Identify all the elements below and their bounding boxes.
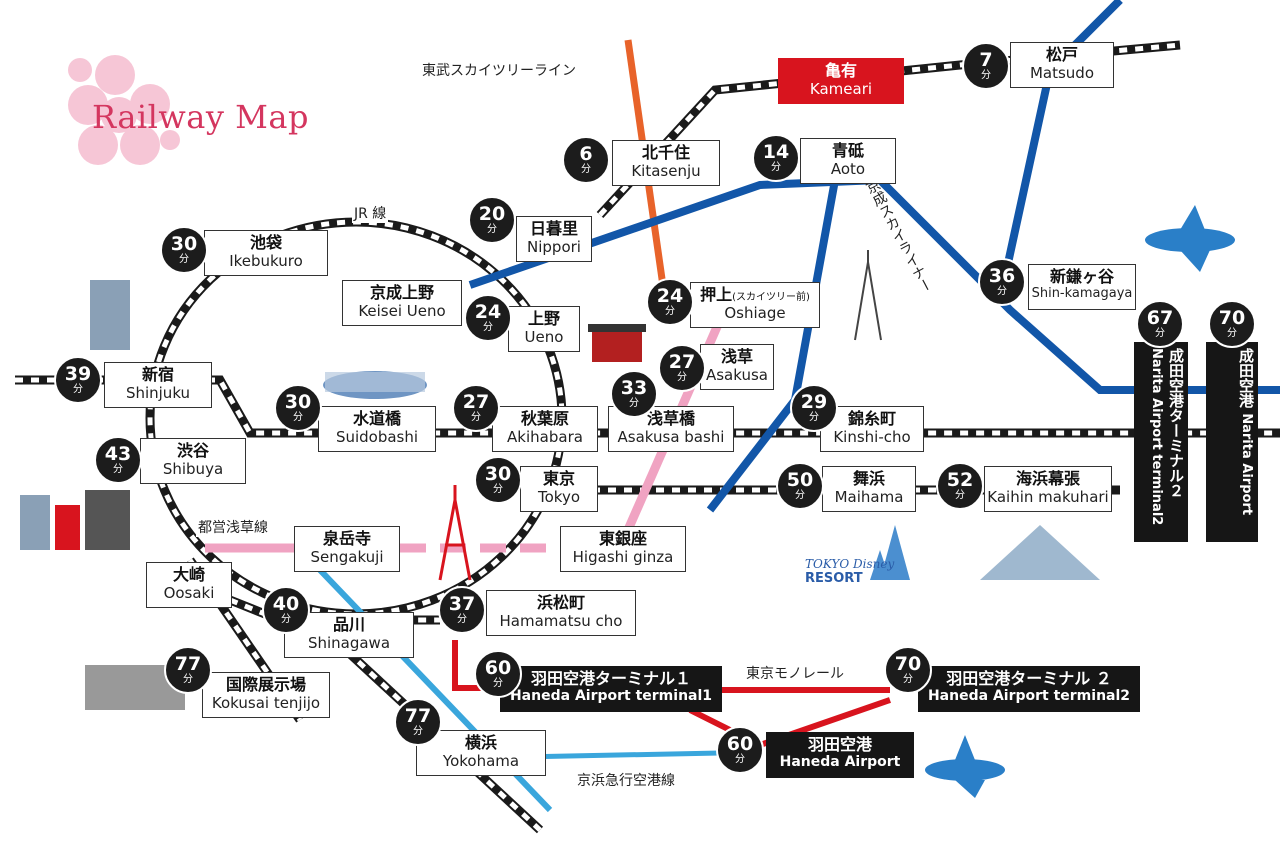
building-icon xyxy=(20,280,1100,710)
tobu-line-label: 東武スカイツリーライン xyxy=(420,60,578,80)
svg-text:TOKYO Disney: TOKYO Disney xyxy=(805,557,895,571)
map-title: Railway Map xyxy=(92,98,309,136)
disney-logo: TOKYO Disney RESORT xyxy=(805,557,895,586)
sakura-icon xyxy=(68,55,180,165)
keikyu-line-label: 京浜急行空港線 xyxy=(575,770,677,790)
castle-icon xyxy=(870,525,910,580)
airplane-icon xyxy=(925,205,1235,798)
stadium-icon xyxy=(323,371,427,399)
monorail-line-label: 東京モノレール xyxy=(744,663,846,683)
station-oshiage[interactable]: 押上(スカイツリー前)Oshiage xyxy=(690,282,820,328)
svg-text:RESORT: RESORT xyxy=(805,571,863,586)
jr-line-label: JR 線 xyxy=(352,203,389,223)
kaminarimon-icon xyxy=(588,324,646,362)
toei-line-label: 都営浅草線 xyxy=(196,517,270,537)
station-narita-terminal2[interactable]: 成田空港ターミナル２ Narita Airport terminal2 xyxy=(1134,342,1188,542)
skytree-icon xyxy=(854,250,882,341)
tokyo-tower-icon xyxy=(438,485,472,581)
station-narita-airport[interactable]: 成田空港 Narita Airport xyxy=(1206,342,1258,542)
